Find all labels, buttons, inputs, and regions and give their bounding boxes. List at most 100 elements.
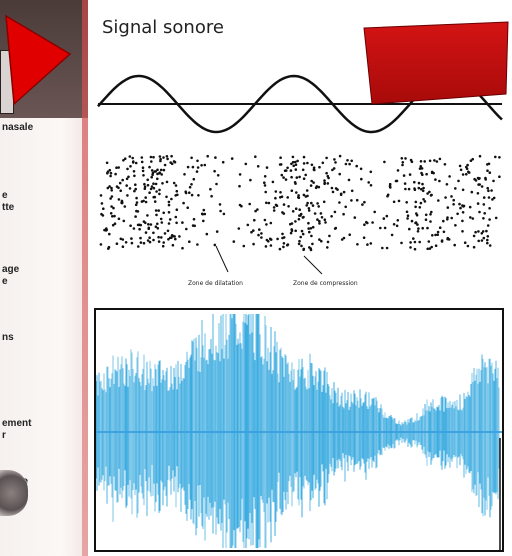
particle-dot [154,225,158,228]
particle-dot [478,154,482,158]
particle-dot [156,222,159,226]
particle-density-pattern [99,154,501,252]
particle-dot [480,239,484,242]
particle-dot [461,173,465,176]
particle-dot [162,211,165,215]
particle-dot [412,237,415,240]
particle-dot [401,163,404,167]
particle-dot [274,190,278,193]
particle-dot [458,202,461,206]
particle-dot [213,243,217,247]
particle-dot [467,171,471,174]
particle-dot [421,182,424,186]
particle-dot [160,236,163,239]
particle-dot [437,199,440,202]
particle-dot [488,207,491,210]
particle-dot [287,205,290,208]
particle-dot [421,226,425,230]
particle-dot [463,241,467,244]
particle-dot [162,156,165,159]
particle-dot [109,171,113,175]
particle-dot [494,216,498,220]
particle-dot [163,163,167,167]
particle-dot [215,182,218,186]
particle-dot [310,234,313,238]
particle-dot [426,192,429,195]
particle-dot [238,173,242,176]
particle-dot [459,168,463,172]
particle-dot [301,216,305,219]
particle-dot [267,201,271,205]
particle-dot [186,206,189,209]
particle-dot [99,243,103,246]
particle-dot [125,177,129,181]
particle-dot [248,202,251,206]
particle-dot [294,182,297,185]
particle-dot [294,220,297,223]
particle-dot [426,226,429,230]
particle-dot [133,174,136,178]
particle-dot [282,236,286,239]
particle-dot [101,214,105,217]
particle-dot [461,219,464,223]
particle-dot [110,186,113,190]
particle-dot [326,240,330,244]
particle-dot [151,173,154,177]
particle-dot [178,235,181,238]
particle-dot [150,175,153,179]
particle-dot [339,193,343,196]
particle-dot [282,203,286,206]
particle-dot [326,246,329,249]
particle-dot [250,230,253,234]
particle-dot [128,187,132,190]
particle-dot [139,241,143,244]
particle-dot [170,162,174,166]
particle-dot [323,218,327,221]
particle-dot [257,233,260,237]
particle-dot [286,243,289,247]
particle-dot [265,166,269,169]
particle-dot [307,207,311,210]
particle-dot [125,184,128,187]
particle-dot [310,201,313,205]
particle-dot [282,242,286,245]
particle-dot [481,230,485,233]
particle-dot [366,221,369,225]
particle-dot [146,178,149,182]
particle-dot [143,182,146,186]
particle-dot [160,221,164,224]
particle-dot [313,168,316,172]
particle-dot [156,168,159,172]
particle-dot [330,186,334,190]
particle-dot [402,174,406,177]
particle-dot [440,239,444,242]
particle-dot [404,157,407,160]
particle-dot [281,232,284,236]
particle-dot [161,244,165,248]
particle-dot [487,189,490,193]
particle-dot [406,214,410,217]
particle-dot [265,223,268,226]
particle-dot [446,218,449,221]
particle-dot [210,194,213,198]
particle-dot [401,161,405,164]
particle-dot [498,175,501,178]
particle-dot [143,187,147,190]
particle-dot [190,183,193,186]
particle-dot [461,188,465,192]
particle-dot [392,200,396,204]
particle-dot [418,206,422,209]
particle-dot [342,190,346,194]
particle-dot [330,215,333,218]
particle-dot [390,233,394,237]
particle-dot [167,203,171,207]
particle-dot [307,221,310,225]
particle-dot [474,179,478,182]
particle-dot [254,155,257,158]
sidebar-item-label: e tte [2,190,15,213]
particle-dot [127,175,130,179]
particle-dot [462,205,465,208]
particle-dot [482,236,486,240]
particle-dot [383,160,386,164]
particle-dot [461,211,465,214]
